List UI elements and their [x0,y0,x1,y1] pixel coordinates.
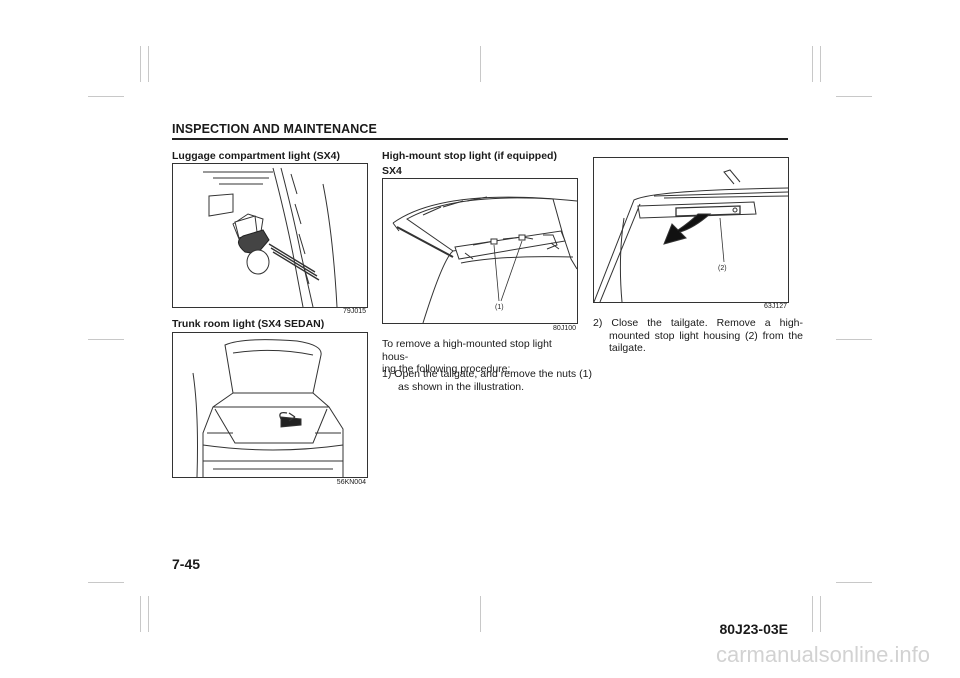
luggage-light-heading: Luggage compartment light (SX4) [172,150,341,162]
watermark: carmanualsonline.info [715,642,930,667]
page-number: 7-45 [172,556,201,572]
crop-mark [820,596,821,632]
luggage-figure-code: 79J015 [343,308,366,315]
crop-mark [480,46,481,82]
crop-mark [148,596,149,632]
crop-mark [836,96,872,97]
crop-mark [88,582,124,583]
crop-mark [88,96,124,97]
stop-light-housing-figure: (2) [593,157,789,303]
trunk-light-figure [172,332,368,478]
crop-mark [88,339,124,340]
crop-mark [812,596,813,632]
procedure-intro-line: To remove a high-mounted stop light hous… [382,338,552,363]
trunk-light-heading: Trunk room light (SX4 SEDAN) [172,318,325,330]
procedure-step-2: 2) Close the tailgate. Remove a high-mou… [593,317,803,355]
crop-mark [140,46,141,82]
crop-mark [148,46,149,82]
tailgate-nuts-figure: (1) [382,178,578,324]
sx4-subheading: SX4 [382,165,402,177]
crop-mark [836,339,872,340]
crop-mark [812,46,813,82]
procedure-intro: To remove a high-mounted stop light hous… [382,338,576,376]
luggage-light-figure [172,163,368,308]
housing-figure-code: 63J127 [764,303,787,310]
document-code: 80J23-03E [719,621,788,637]
trunk-figure-code: 56KN004 [336,479,366,486]
crop-mark [836,582,872,583]
header-rule [172,138,788,140]
section-title: INSPECTION AND MAINTENANCE [172,122,377,136]
stop-light-heading: High-mount stop light (if equipped) [382,150,557,162]
procedure-step-1: 1) Open the tailgate, and remove the nut… [382,368,592,393]
crop-mark [820,46,821,82]
housing-callout: (2) [718,265,727,272]
procedure-intro-line: ing the following procedure: [382,363,511,376]
crop-mark [480,596,481,632]
nut-callout: (1) [495,304,504,311]
crop-mark [140,596,141,632]
tailgate-figure-code: 80J100 [553,325,576,332]
